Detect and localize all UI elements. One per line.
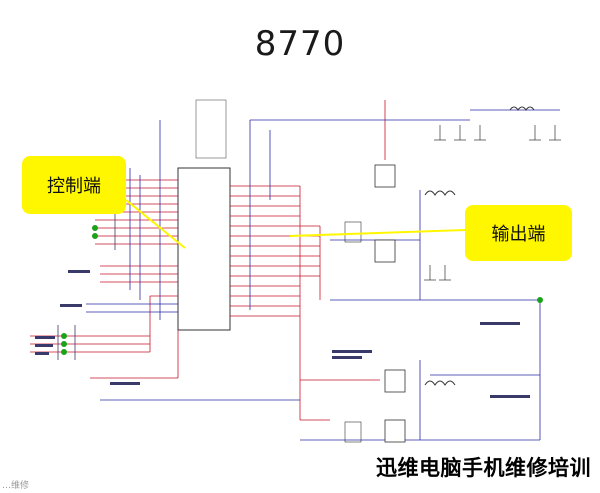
high-side-mosfet [374,164,396,188]
control-end-callout: 控制端 [22,156,126,214]
brand-watermark-text: 迅维电脑手机维修培训 [376,456,591,480]
control-pointer [125,199,186,249]
driver-cap-a [344,221,362,243]
output-end-callout: 输出端 [465,205,572,261]
diagram-title: 8770 [254,24,346,64]
net-label-rows [35,270,530,398]
input-inductor [509,106,535,111]
driver-cap-b [344,421,362,443]
controller-ic [177,167,231,331]
output-inductor [424,190,456,196]
output-inductor-2 [424,380,456,386]
output-wires-red [230,100,386,421]
input-cap-bank [434,125,561,141]
output-wires-blue [249,109,560,441]
phase2-high-mosfet [384,369,406,393]
phase2-low-mosfet [384,419,406,443]
net-connection-dots [61,201,543,355]
power-block [195,99,227,159]
output-pointer [289,229,466,237]
corner-watermark: …维修 [2,481,30,491]
control-wires-blue [86,120,300,401]
low-side-mosfet [374,239,396,263]
